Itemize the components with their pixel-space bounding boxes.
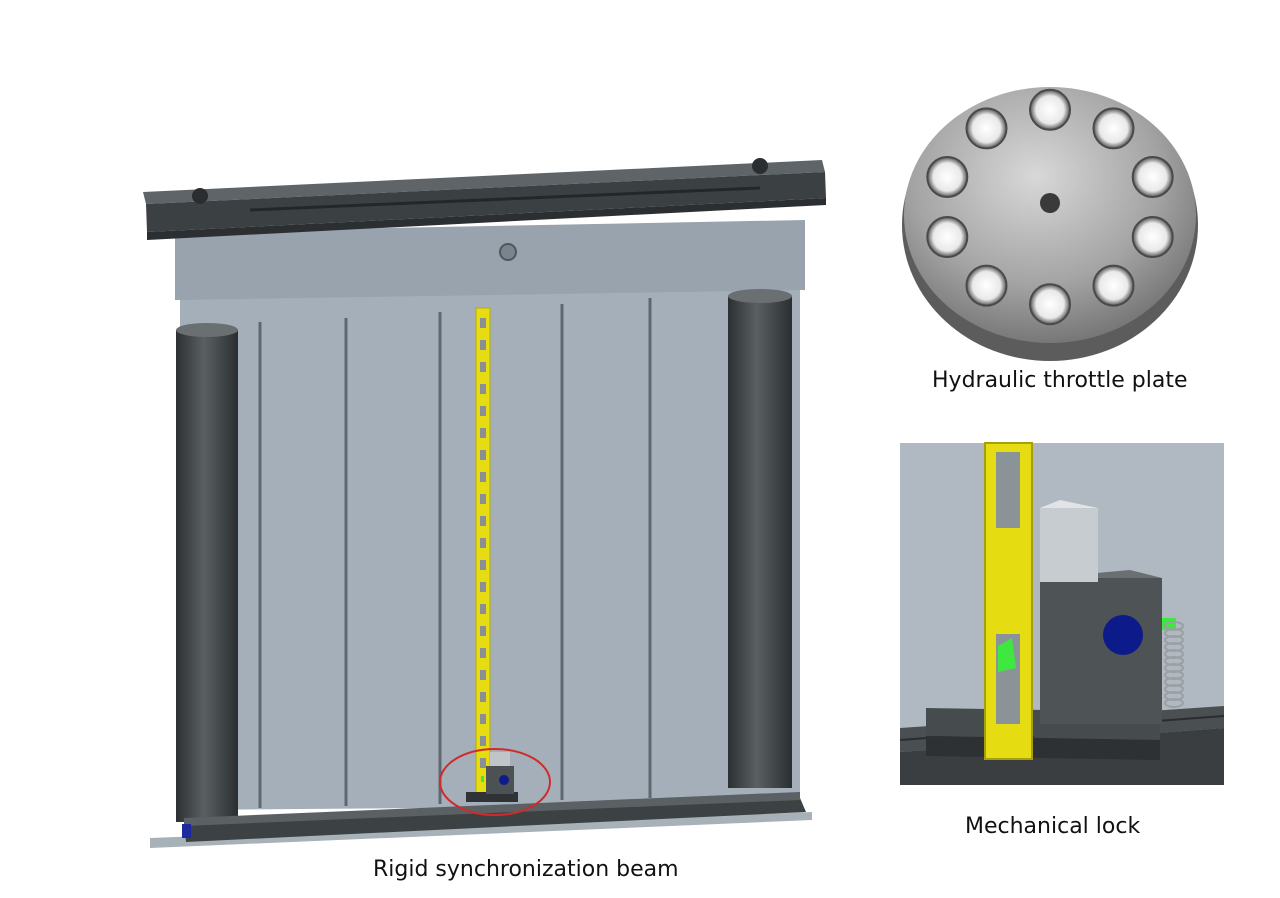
rack-slot [480,362,486,372]
mechanical-lock-detail-image [899,442,1225,785]
hydraulic-frame-assembly [143,158,826,848]
rack-slot [480,538,486,548]
rack-slot [480,758,486,768]
rack-slot [480,692,486,702]
rack-slot [480,714,486,724]
rack-slot [480,648,486,658]
rack-slot [480,384,486,394]
base-lock-mini [466,752,518,802]
throttle-holes [926,88,1174,326]
rack-slot [480,318,486,328]
throttle-hole [1131,156,1174,198]
throttle-hole [1092,264,1135,307]
right-hydraulic-cylinder [728,289,792,788]
throttle-hole [1029,88,1071,131]
rack-slot [480,670,486,680]
throttle-hole [965,264,1008,307]
throttle-hole [926,216,969,258]
rack-slot [480,736,486,746]
rack-slot [480,406,486,416]
rack-slot [480,604,486,614]
rack-slot [480,494,486,504]
rack-slot [480,582,486,592]
mounting-hole [499,243,517,261]
spring-coil [1164,698,1184,708]
lock-highlight-circle [439,748,551,816]
throttle-hole [1092,107,1135,150]
caption-mechanical-lock: Mechanical lock [965,814,1141,839]
caption-rigid-synchronization-beam: Rigid synchronization beam [373,857,679,882]
throttle-hole [926,156,969,198]
panel-seams [258,298,652,808]
top-beam [143,158,826,240]
caption-hydraulic-throttle-plate: Hydraulic throttle plate [932,368,1188,393]
throttle-hole [1029,283,1071,326]
rack-slot [480,428,486,438]
throttle-center-hole [1040,193,1060,213]
bottom-synchronization-beam [150,792,812,848]
rack-slot [480,472,486,482]
throttle-hole [965,107,1008,150]
synchronization-rack [475,307,491,797]
hydraulic-throttle-plate-image [902,87,1198,361]
rack-slot [480,560,486,570]
rack-slot [480,450,486,460]
rack-slot [480,626,486,636]
rack-slot [480,340,486,350]
rack-slot [480,516,486,526]
left-hydraulic-cylinder [176,323,238,822]
throttle-hole [1131,216,1174,258]
upper-bulkhead [175,220,805,300]
